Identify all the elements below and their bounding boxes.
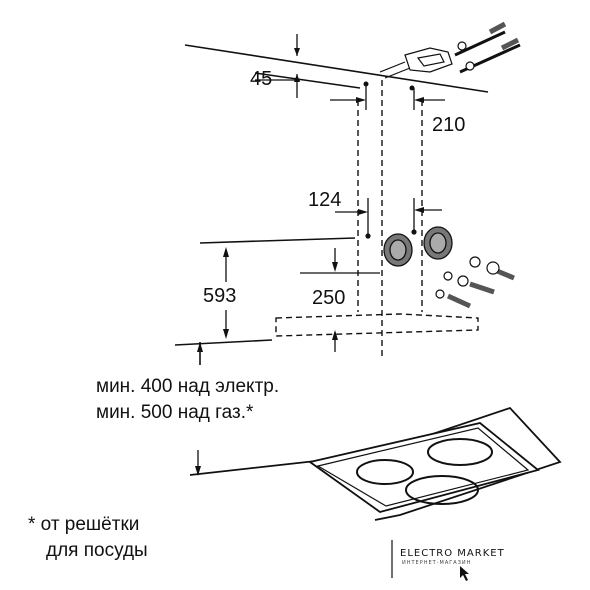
hob-burners — [356, 438, 493, 505]
dimension-210-label: 210 — [432, 114, 465, 136]
hood-top-line — [199, 237, 356, 244]
footnote-line-2: для посуды — [46, 540, 148, 561]
dimension-45 — [255, 34, 300, 98]
watermark-name: ELECTRO MARKET — [400, 548, 505, 559]
dimension-593-label: 593 — [203, 285, 236, 307]
ceiling-screws — [454, 21, 521, 74]
ceiling-bracket — [379, 47, 453, 79]
fixing-points — [365, 229, 417, 239]
hob-outline — [189, 406, 562, 521]
hood-bottom-line — [174, 339, 273, 365]
hob-clearance-arrow — [195, 450, 201, 476]
hood-screws — [435, 256, 515, 309]
footnote-line-1: * от решётки — [28, 514, 139, 535]
ceiling-mount — [184, 44, 489, 93]
dimension-250 — [300, 248, 380, 352]
min-gas-note: мин. 500 над газ.* — [96, 402, 254, 423]
hood-canopy-outline — [275, 313, 479, 337]
cursor-icon — [460, 566, 469, 581]
min-electric-note: мин. 400 над электр. — [96, 376, 279, 397]
electro-market-watermark: ELECTRO MARKET ИНТЕРНЕТ-МАГАЗИН — [391, 540, 505, 581]
wall-anchors — [383, 226, 453, 267]
dimension-250-label: 250 — [312, 287, 345, 309]
dimension-210 — [330, 81, 445, 110]
dimension-45-label: 45 — [250, 68, 272, 90]
dimension-124 — [335, 198, 442, 238]
chimney-outline — [357, 80, 423, 360]
dimension-593 — [223, 247, 229, 339]
dimension-124-label: 124 — [308, 189, 341, 211]
watermark-tagline: ИНТЕРНЕТ-МАГАЗИН — [402, 560, 471, 566]
